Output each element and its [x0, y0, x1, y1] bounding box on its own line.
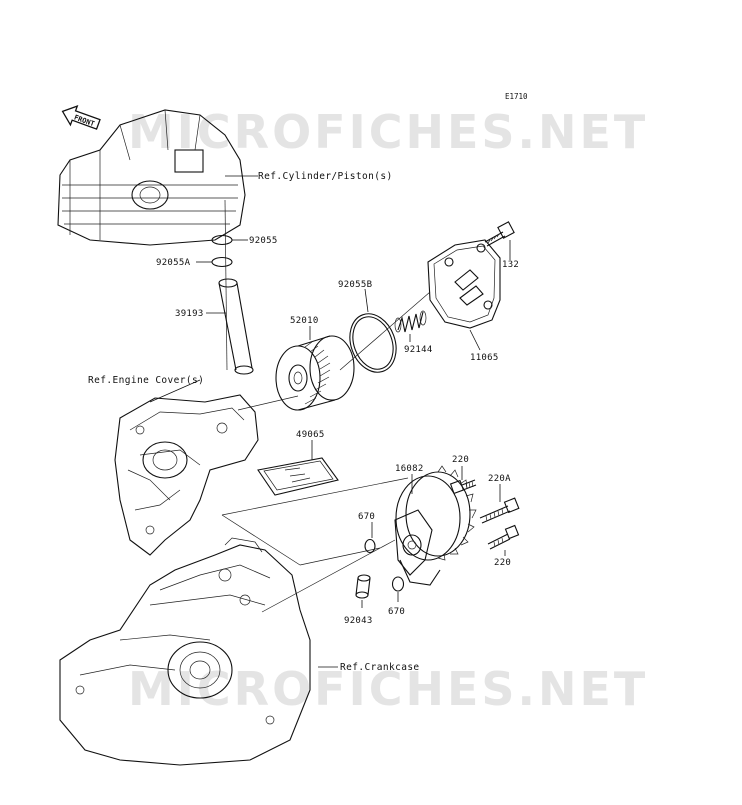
front-arrow-icon: FRONT	[61, 105, 101, 130]
ref-engine-cover: Ref.Engine Cover(s)	[88, 375, 204, 386]
part-label-220-top: 220	[452, 455, 469, 465]
ref-cylinder-piston: Ref.Cylinder/Piston(s)	[258, 171, 393, 182]
o-ring-670-upper	[364, 538, 376, 554]
dowel-pin-92043	[355, 574, 371, 599]
o-ring-670-lower	[391, 576, 405, 592]
part-label-92043: 92043	[344, 616, 373, 626]
part-label-132: 132	[502, 260, 519, 270]
part-label-670-upper: 670	[358, 512, 375, 522]
watermark-bottom: MICROFICHES.NET	[128, 662, 648, 716]
front-label: FRONT	[73, 113, 96, 128]
part-label-92144: 92144	[404, 345, 433, 355]
part-label-220-bottom: 220	[494, 558, 511, 568]
o-ring-92055b	[349, 313, 397, 373]
bolt-132	[484, 221, 515, 247]
crankcase-illustration	[59, 537, 311, 766]
watermark-top: MICROFICHES.NET	[128, 105, 648, 159]
bolt-220-top	[449, 479, 477, 495]
oil-pump-16082	[394, 465, 477, 586]
part-label-92055: 92055	[249, 236, 278, 246]
part-label-670-lower: 670	[388, 607, 405, 617]
filter-cover-11065	[427, 239, 501, 329]
part-label-220A: 220A	[488, 474, 511, 484]
part-label-92055a: 92055A	[156, 258, 191, 268]
spring-92144	[394, 310, 427, 333]
oil-pipe-39193	[218, 278, 254, 375]
part-label-49065: 49065	[296, 430, 325, 440]
bolt-220-bottom	[487, 524, 520, 550]
ref-crankcase: Ref.Crankcase	[340, 662, 420, 673]
part-label-52010: 52010	[290, 316, 319, 326]
bolt-220A	[479, 497, 520, 524]
diagram-code: E1710	[505, 92, 528, 101]
oil-filter-52010	[275, 335, 355, 411]
part-label-92055b: 92055B	[338, 280, 372, 290]
part-label-16082: 16082	[395, 464, 424, 474]
part-label-11065: 11065	[470, 353, 499, 363]
oil-screen-49065	[257, 457, 339, 496]
o-ring-92055a	[211, 256, 233, 268]
engine-cover-illustration	[114, 394, 259, 556]
part-label-39193: 39193	[175, 309, 204, 319]
cylinder-head-illustration	[57, 109, 246, 246]
